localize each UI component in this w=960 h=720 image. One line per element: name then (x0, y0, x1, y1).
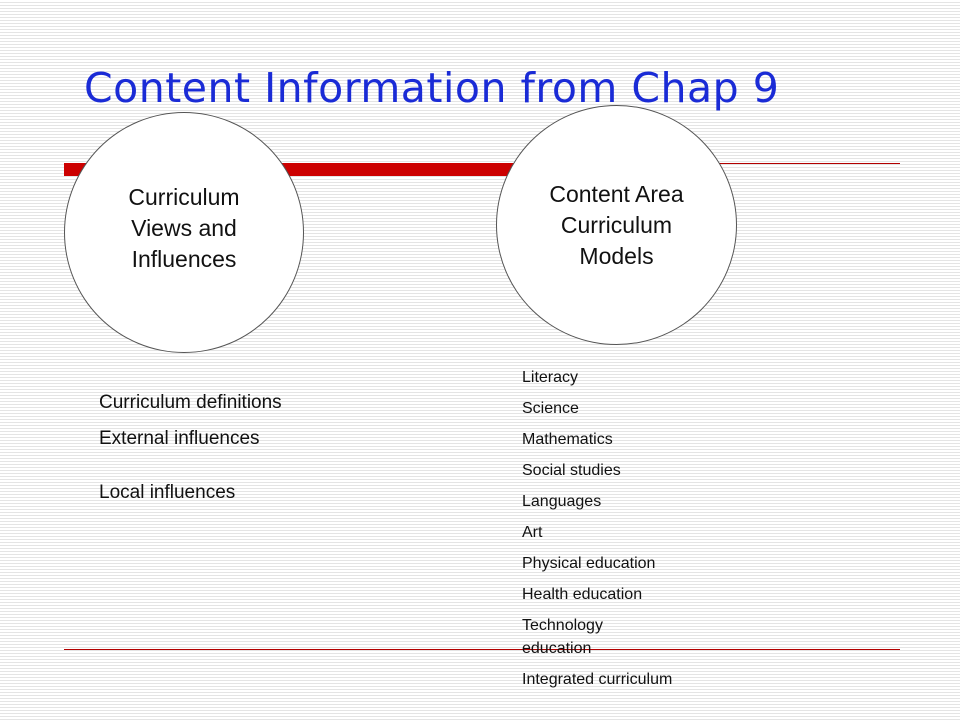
slide-title: Content Information from Chap 9 (84, 64, 780, 112)
list-item: Languages (522, 493, 602, 510)
list-item: Health education (522, 586, 643, 603)
content-area-label: Content Area Curriculum Models (549, 180, 684, 269)
list-item: Technology education (522, 617, 603, 657)
list-item: Social studies (522, 462, 621, 479)
list-item: Literacy (522, 369, 579, 386)
list-item: Science (522, 400, 579, 417)
content-area-circle: Content Area Curriculum Models (496, 105, 737, 345)
curriculum-views-circle: Curriculum Views and Influences (64, 112, 304, 353)
list-item: Local influences (99, 482, 236, 503)
list-item: Mathematics (522, 431, 613, 448)
list-item: Physical education (522, 555, 656, 572)
curriculum-views-label: Curriculum Views and Influences (128, 184, 240, 272)
list-item: External influences (99, 428, 260, 449)
list-item: Curriculum definitions (99, 392, 282, 413)
influences-list: Curriculum definitions External influenc… (99, 389, 329, 506)
list-item: Integrated curriculum (522, 671, 673, 688)
content-areas-list: Literacy Science Mathematics Social stud… (522, 366, 752, 699)
list-item: Art (522, 524, 543, 541)
bottom-rule (64, 649, 900, 650)
